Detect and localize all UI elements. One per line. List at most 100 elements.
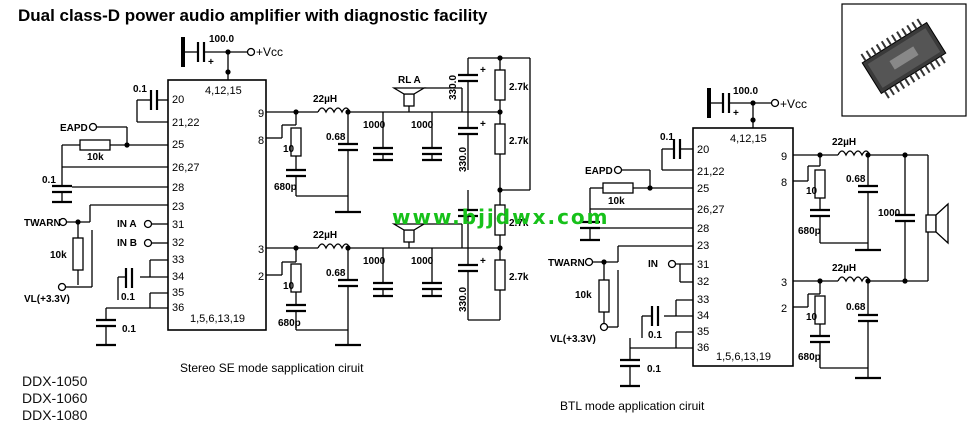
r-eapd-right: 10k <box>608 196 625 207</box>
r-snub-b-right: 10 <box>806 312 818 323</box>
c-filter-a-left: 0.68 <box>326 132 346 143</box>
pin-31: 31 <box>172 219 184 231</box>
page-title: Dual class-D power audio amplifier with … <box>18 6 488 25</box>
svg-text:+: + <box>480 256 486 267</box>
vl-label-right: VL(+3.3V) <box>550 334 596 345</box>
c-pin20-right: 0.1 <box>660 132 674 143</box>
twarn-label-right: TWARN <box>548 258 585 269</box>
pin-25-r: 25 <box>697 183 709 195</box>
ic-package-photo <box>841 3 967 117</box>
r-div-b1-left: 2.7k <box>509 218 529 229</box>
c-out-a1-left: 1000 <box>363 120 386 131</box>
inductor-a-left: 22µH <box>313 94 337 105</box>
c-bypass-left: 0.1 <box>42 175 56 186</box>
pin-26-27: 26,27 <box>172 162 200 174</box>
pin-23: 23 <box>172 201 184 213</box>
model-1: DDX-1050 <box>22 373 88 389</box>
pin-34: 34 <box>172 271 184 283</box>
btl-circuit: 4,12,15 1,5,6,13,19 20 21,22 25 26,27 2 8… <box>548 86 949 413</box>
pin-9-r: 9 <box>781 151 787 163</box>
r-eapd-left: 10k <box>87 152 104 163</box>
caption-right: BTL mode application ciruit <box>560 399 705 413</box>
vcc-label-right: +Vcc <box>780 97 807 111</box>
r-twarn-left: 10k <box>50 250 67 261</box>
pin-31-r: 31 <box>697 259 709 271</box>
pin-36: 36 <box>172 302 184 314</box>
vcc-label-left: +Vcc <box>256 45 283 59</box>
c-36-right: 0.1 <box>647 364 661 375</box>
ic-body-right <box>692 127 794 367</box>
supply-cap-left: 100.0 <box>209 34 234 45</box>
c-34-right: 0.1 <box>648 330 662 341</box>
speaker-icon <box>391 87 427 107</box>
svg-text:+: + <box>733 108 739 119</box>
supply-cap-right: 100.0 <box>733 86 758 97</box>
in-a-label: IN A <box>117 219 137 230</box>
pin-2: 2 <box>258 271 264 283</box>
c-out-a2-left: 1000 <box>411 120 434 131</box>
r-snub-a-right: 10 <box>806 186 818 197</box>
ic-bottom-pins-right: 1,5,6,13,19 <box>716 351 771 363</box>
svg-text:+: + <box>480 65 486 76</box>
c-snub-b-right: 680p <box>798 352 821 363</box>
ic-body-left <box>167 79 267 331</box>
eapd-label-left: EAPD <box>60 123 88 134</box>
pin-33-r: 33 <box>697 294 709 306</box>
inductor-b-left: 22µH <box>313 230 337 241</box>
pin-33: 33 <box>172 254 184 266</box>
stereo-se-circuit: 4,12,15 1,5,6,13,19 20 21,22 25 26,27 28… <box>24 34 531 375</box>
c-36-left: 0.1 <box>122 324 136 335</box>
model-2: DDX-1060 <box>22 390 88 406</box>
in-b-label: IN B <box>117 238 137 249</box>
c-out-right: 1000 <box>878 208 901 219</box>
c-elec-a2-left: 330.0 <box>458 147 469 172</box>
svg-text:+: + <box>480 119 486 130</box>
eapd-label-right: EAPD <box>585 166 613 177</box>
pin-21-22-r: 21,22 <box>697 166 725 178</box>
c-filter-b-right: 0.68 <box>846 302 866 313</box>
c-34-left: 0.1 <box>121 292 135 303</box>
model-3: DDX-1080 <box>22 407 88 423</box>
inductor-a-right: 22µH <box>832 137 856 148</box>
twarn-label-left: TWARN <box>24 218 61 229</box>
r-div-a1-left: 2.7k <box>509 82 529 93</box>
pin-2-r: 2 <box>781 303 787 315</box>
pin-35-r: 35 <box>697 326 709 338</box>
watermark: www.bjjdwx.com <box>392 205 610 229</box>
pin-3: 3 <box>258 244 264 256</box>
r-div-a2-left: 2.7k <box>509 136 529 147</box>
c-out-b1-left: 1000 <box>363 256 386 267</box>
r-twarn-right: 10k <box>575 290 592 301</box>
c-snub-a-right: 680p <box>798 226 821 237</box>
pin-25: 25 <box>172 139 184 151</box>
pin-8: 8 <box>258 135 264 147</box>
caption-left: Stereo SE mode sapplication ciruit <box>180 361 364 375</box>
pin-8-r: 8 <box>781 177 787 189</box>
c-filter-b-left: 0.68 <box>326 268 346 279</box>
inductor-b-right: 22µH <box>832 263 856 274</box>
pin-21-22: 21,22 <box>172 117 200 129</box>
pin-36-r: 36 <box>697 342 709 354</box>
pin-26-27-r: 26,27 <box>697 204 725 216</box>
c-elec-b-left: 330.0 <box>458 287 469 312</box>
pin-20: 20 <box>172 94 184 106</box>
c-snub-a-left: 680p <box>274 182 297 193</box>
vl-label-left: VL(+3.3V) <box>24 294 70 305</box>
pin-32: 32 <box>172 237 184 249</box>
c-filter-a-right: 0.68 <box>846 174 866 185</box>
pin-32-r: 32 <box>697 276 709 288</box>
speaker-icon-right <box>925 202 949 245</box>
speaker-label-left: RL A <box>398 75 421 86</box>
pin-35: 35 <box>172 287 184 299</box>
svg-text:+: + <box>208 57 214 68</box>
r-div-b2-left: 2.7k <box>509 272 529 283</box>
c-out-b2-left: 1000 <box>411 256 434 267</box>
c-pin20-left: 0.1 <box>133 84 147 95</box>
ic-top-pins-right: 4,12,15 <box>730 133 767 145</box>
in-label-right: IN <box>648 259 658 270</box>
pin-34-r: 34 <box>697 310 709 322</box>
pin-20-r: 20 <box>697 144 709 156</box>
r-snub-a-left: 10 <box>283 144 295 155</box>
c-snub-b-left: 680p <box>278 318 301 329</box>
